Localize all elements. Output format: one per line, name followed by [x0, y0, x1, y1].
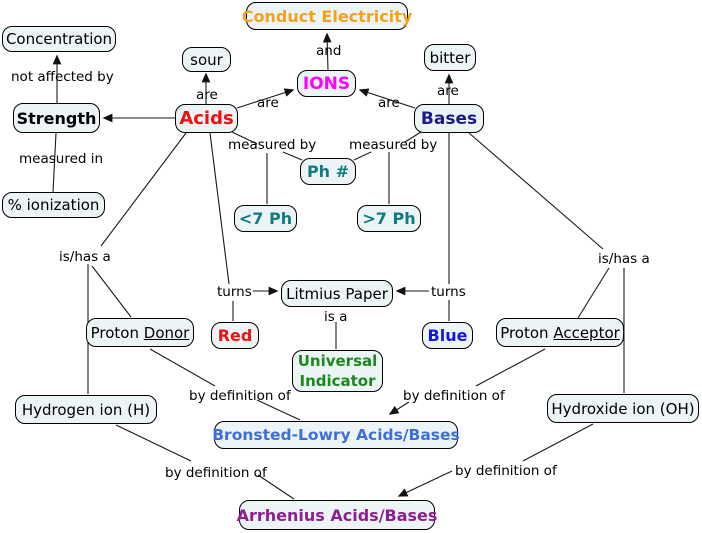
node-above-7-ph[interactable]: >7 Ph: [357, 205, 421, 232]
edge-label-and[interactable]: and: [316, 43, 342, 59]
edge-label-measured-in[interactable]: measured in: [19, 151, 104, 167]
node-proton-acceptor[interactable]: Proton Acceptor: [496, 318, 624, 347]
edge-ishasa-protonacceptor: [577, 267, 610, 319]
edge-label-by-definition-upper-right[interactable]: by definition of: [403, 388, 505, 404]
edge-label-measured-by-right[interactable]: measured by: [349, 137, 438, 153]
node-sour[interactable]: sour: [182, 47, 231, 72]
node-ions[interactable]: IONS: [297, 70, 356, 97]
node-concentration[interactable]: Concentration: [2, 26, 116, 52]
edge-label-is-has-a-right[interactable]: is/has a: [598, 251, 650, 267]
edge-hydrogen-bydef: [115, 424, 192, 462]
node-conduct-electricity[interactable]: Conduct Electricity: [242, 2, 412, 30]
edge-label-not-affected-by[interactable]: not affected by: [11, 69, 114, 85]
edge-label-are-sour[interactable]: are: [196, 87, 218, 103]
edge-acids-ishasa: [100, 132, 187, 247]
edge-acids-turns: [209, 132, 230, 285]
edge-label-by-definition-upper-left[interactable]: by definition of: [189, 388, 291, 404]
edge-protondonor-bydef: [149, 348, 216, 387]
node-universal-indicator[interactable]: Universal Indicator: [292, 350, 383, 392]
edge-bases-ishasa: [468, 132, 604, 250]
edge-acids-measuredby: [231, 131, 258, 145]
edge-bases-ions: [358, 88, 416, 109]
edge-ions-conduct: [322, 32, 332, 72]
edge-measuredby-ph-left: [282, 151, 303, 161]
node-red[interactable]: Red: [211, 322, 259, 349]
node-strength[interactable]: Strength: [13, 103, 100, 133]
edge-label-is-a[interactable]: is a: [324, 309, 348, 325]
edge-hydroxide-bydef: [522, 423, 594, 462]
edge-bydef-bronsted-right: [388, 401, 410, 415]
edge-acids-ions: [236, 88, 295, 109]
edge-label-measured-by-left[interactable]: measured by: [228, 137, 317, 153]
edge-label-turns-right[interactable]: turns: [431, 284, 466, 300]
node-proton-donor[interactable]: Proton Donor: [86, 318, 194, 347]
node-blue[interactable]: Blue: [422, 322, 473, 349]
node-acids[interactable]: Acids: [175, 104, 238, 133]
edge-label-are-bitter[interactable]: are: [437, 83, 459, 99]
node-hydroxide-ion[interactable]: Hydroxide ion (OH): [547, 394, 699, 423]
node-litmius-paper[interactable]: Litmius Paper: [281, 280, 393, 307]
node-arrhenius[interactable]: Arrhenius Acids/Bases: [237, 500, 437, 530]
edge-bydef-arrhenius-right: [397, 470, 453, 497]
edge-label-by-definition-lower-left[interactable]: by definition of: [165, 465, 267, 481]
edge-bydef-arrhenius-left: [257, 474, 295, 500]
edge-strength-pct-ionization: [52, 132, 57, 193]
node-bases[interactable]: Bases: [414, 104, 484, 133]
node-below-7-ph[interactable]: <7 Ph: [234, 205, 297, 232]
edge-ishasa-protondonor: [91, 265, 132, 318]
node-hydrogen-ion[interactable]: Hydrogen ion (H): [15, 395, 157, 424]
edge-bydef-bronsted-left: [256, 399, 301, 421]
node-ph-number[interactable]: Ph #: [300, 158, 356, 185]
edge-measuredby-ph-right: [353, 151, 372, 161]
edge-label-are-bases-ions[interactable]: are: [378, 95, 400, 111]
edge-label-by-definition-lower-right[interactable]: by definition of: [455, 463, 557, 479]
edge-label-are-acids-ions[interactable]: are: [257, 95, 279, 111]
node-label: Proton Acceptor: [500, 323, 620, 342]
edge-label-is-has-a-left[interactable]: is/has a: [59, 249, 111, 265]
edge-label-turns-left[interactable]: turns: [217, 284, 252, 300]
node-label: Proton Donor: [90, 323, 190, 342]
edge-protonacceptor-bydef: [475, 348, 546, 387]
edge-bases-measuredby: [404, 131, 422, 143]
node-bitter[interactable]: bitter: [424, 44, 476, 71]
node-bronsted-lowry[interactable]: Bronsted-Lowry Acids/Bases: [212, 421, 460, 449]
node-pct-ionization[interactable]: % ionization: [2, 192, 105, 218]
